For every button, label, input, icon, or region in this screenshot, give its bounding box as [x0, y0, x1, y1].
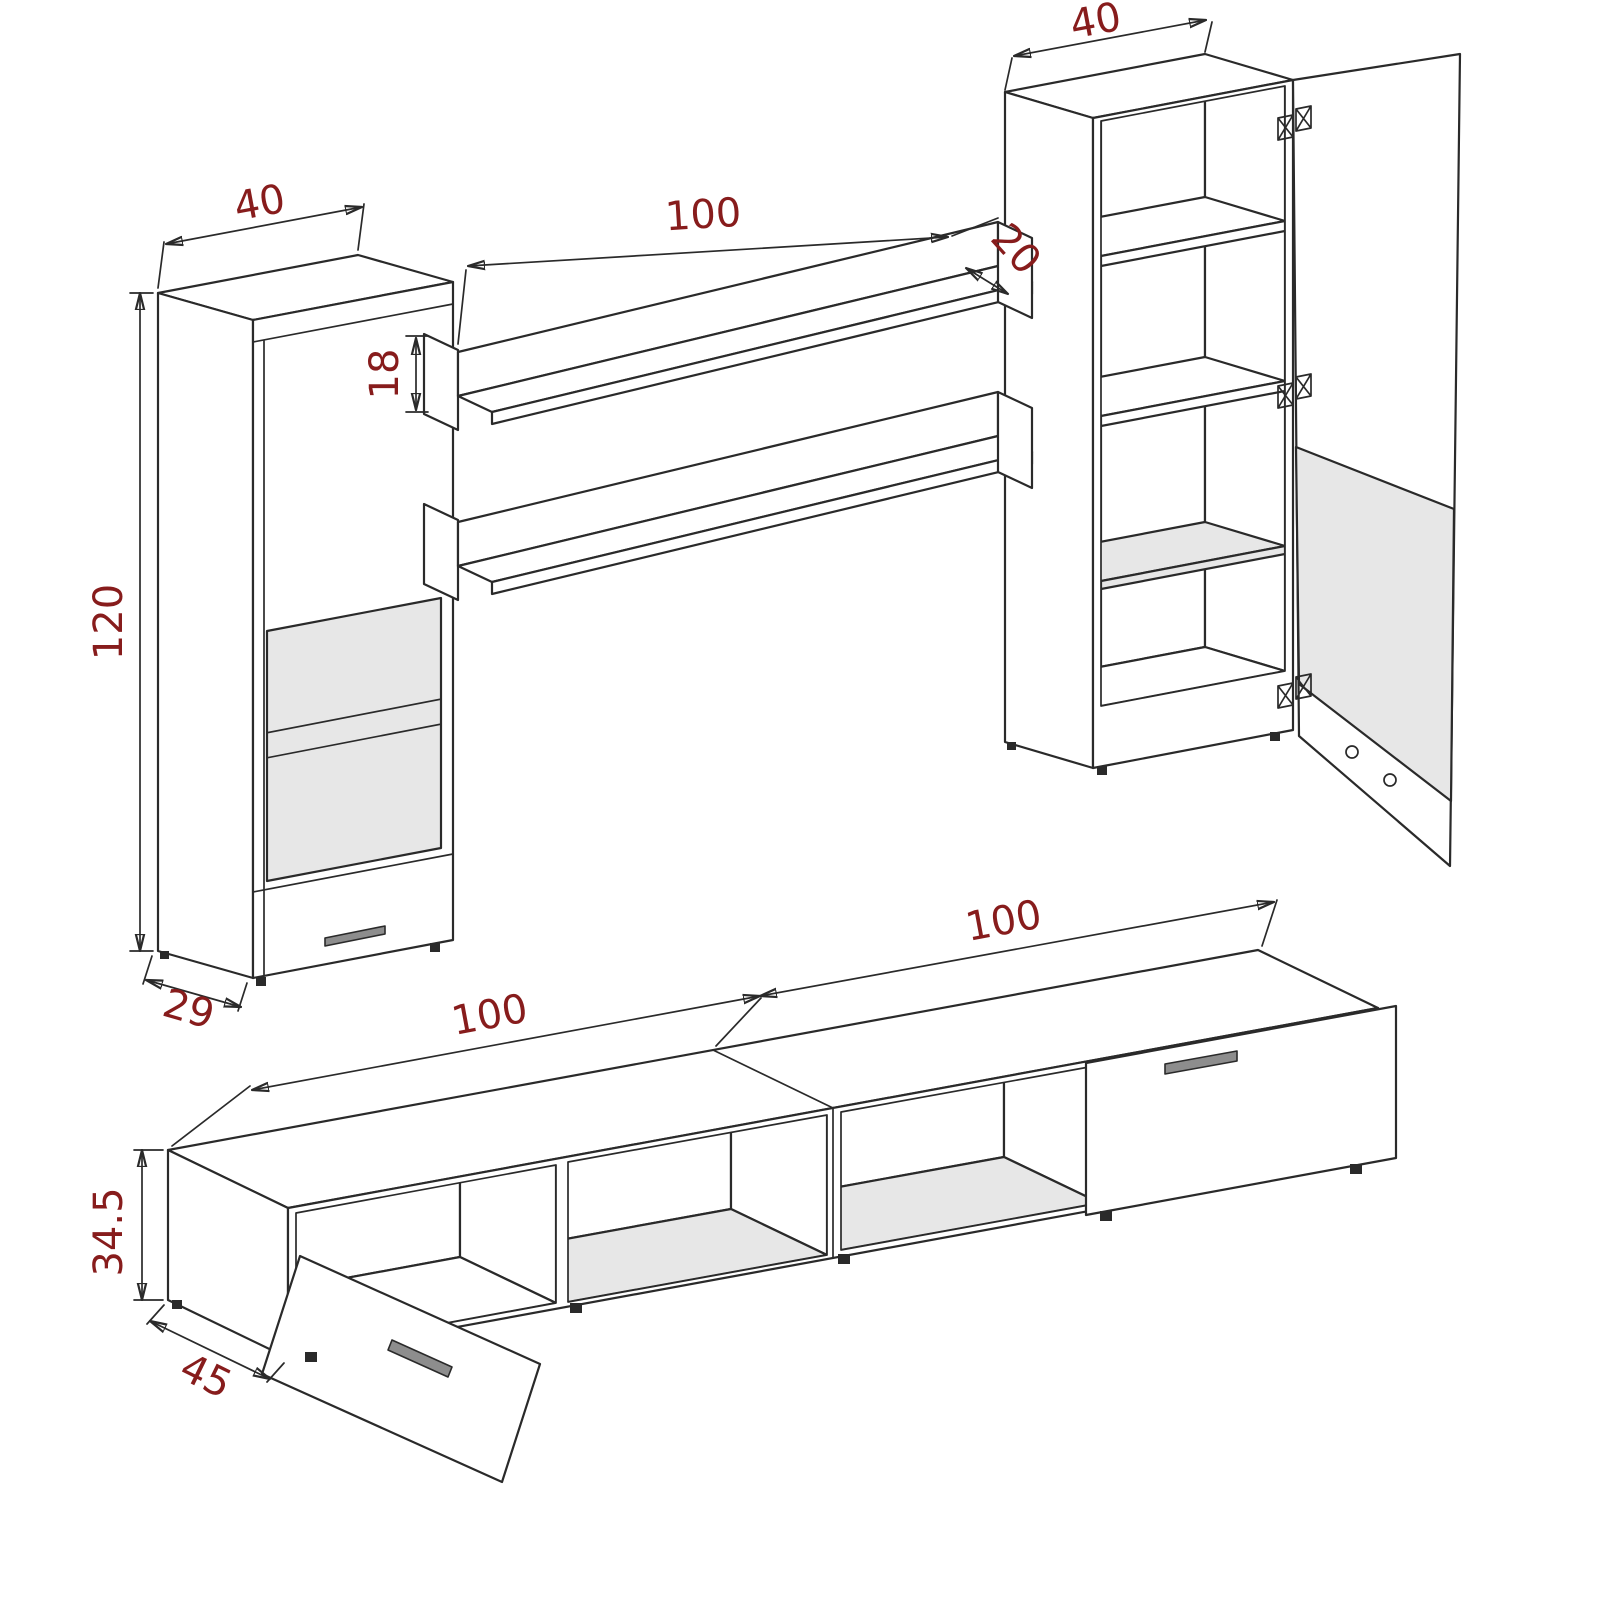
tv-open-door-handle: [387, 1339, 453, 1378]
dim-label-right-cabinet-width: 40: [1066, 0, 1124, 48]
dim-left-cabinet-height: 120: [86, 293, 154, 951]
tv-right-door: [1084, 1004, 1398, 1217]
right-cabinet-foot: [1007, 742, 1016, 750]
left-cabinet-drawer-gap: [252, 853, 454, 893]
left-cabinet-foot: [256, 977, 266, 986]
right-cabinet: [1003, 52, 1462, 868]
dim-right-cabinet-width: 40: [1004, 0, 1213, 91]
dim-label-tv-depth: 45: [173, 1344, 239, 1408]
dim-label-left-cabinet-depth: 29: [158, 980, 220, 1038]
dim-tv-height: 34.5: [86, 1150, 164, 1300]
left-cabinet-foot: [160, 951, 169, 959]
tv-open-door: [260, 1254, 542, 1484]
left-cabinet-door-top-gap: [252, 303, 454, 343]
tv-foot: [1350, 1164, 1362, 1174]
dim-shelf-length: 100: [457, 190, 999, 345]
wall-shelves: [422, 220, 1034, 602]
interior-shelf-1-edge: [1101, 219, 1285, 268]
hinge-middle-icon: [1277, 373, 1312, 409]
wall-shelf-lower: [422, 390, 1034, 602]
tv-foot: [570, 1303, 582, 1313]
tv-right-door-handle: [1164, 1050, 1238, 1075]
left-cabinet: [156, 253, 455, 986]
hinge-bottom-icon: [1277, 673, 1312, 709]
shelf-end-panel-left: [422, 502, 460, 602]
tv-foot: [838, 1254, 850, 1264]
wall-shelf-upper: [422, 220, 1034, 432]
left-cabinet-glass-shelf: [267, 696, 441, 759]
shelf-end-panel-right: [996, 390, 1034, 490]
dim-label-tv-height: 34.5: [86, 1187, 132, 1276]
dim-label-tv-right-length: 100: [962, 892, 1045, 951]
interior-glass-shelf-edge: [1101, 544, 1285, 591]
dim-label-shelf-end-height: 18: [362, 349, 408, 400]
left-cabinet-side-face: [156, 291, 255, 980]
tv-stand: [166, 948, 1398, 1484]
left-cabinet-foot: [430, 943, 440, 952]
tv-opening-2: [567, 1114, 828, 1303]
dim-shelf-end-height: 18: [362, 335, 429, 413]
shelf-end-panel-left: [422, 332, 460, 432]
hinge-top-icon: [1277, 105, 1312, 141]
tv-foot: [1100, 1211, 1112, 1221]
interior-shelf-2-edge: [1101, 379, 1285, 428]
dim-label-left-cabinet-width: 40: [230, 176, 288, 231]
tv-foot: [305, 1352, 317, 1362]
dim-label-left-cabinet-height: 120: [86, 584, 132, 660]
door-fitting-hole: [1345, 745, 1359, 759]
right-cabinet-interior: [1101, 86, 1285, 706]
door-fitting-hole: [1383, 773, 1397, 787]
dim-label-tv-left-length: 100: [448, 986, 531, 1045]
right-cabinet-foot: [1270, 732, 1280, 741]
left-cabinet-drawer-handle: [324, 925, 386, 947]
right-cabinet-door-glass: [1294, 445, 1456, 803]
tv-foot: [172, 1300, 182, 1309]
dim-label-shelf-length: 100: [664, 190, 743, 241]
dim-left-cabinet-width: 40: [157, 176, 365, 289]
right-cabinet-opening: [1100, 85, 1286, 707]
right-cabinet-foot: [1097, 766, 1107, 775]
left-cabinet-glass-panel: [265, 596, 443, 883]
